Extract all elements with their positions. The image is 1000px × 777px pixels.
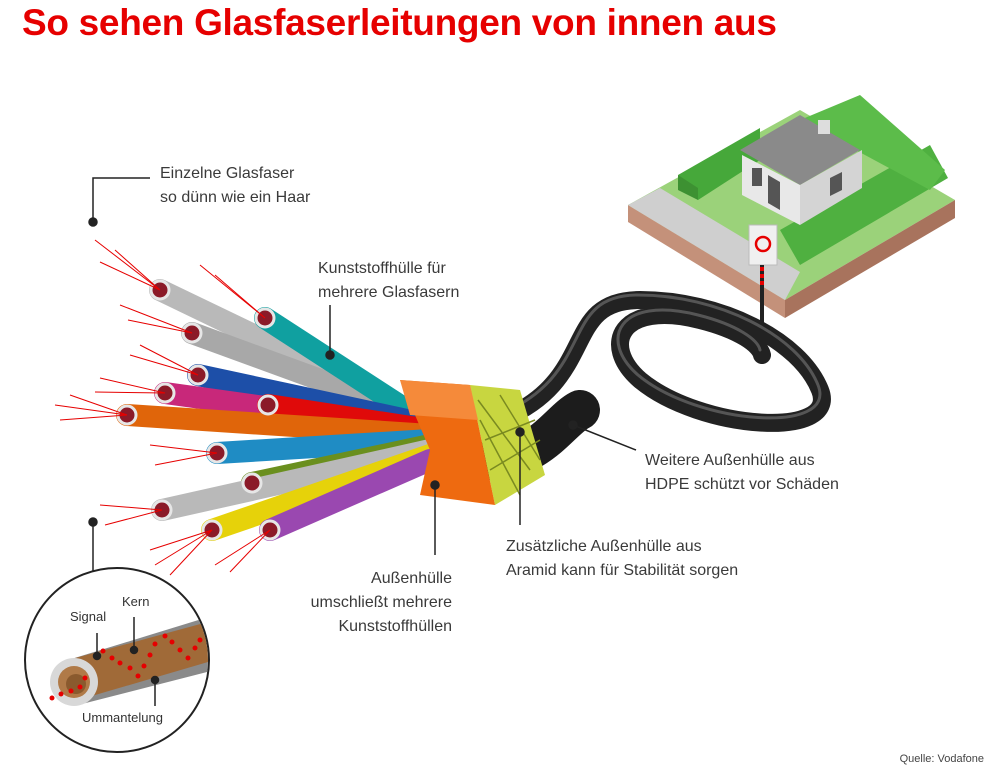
label-plastic-sheath: Kunststoffhülle für mehrere Glasfasern	[318, 257, 459, 305]
source-credit: Quelle: Vodafone	[899, 753, 984, 765]
label-line: HDPE schützt vor Schäden	[645, 476, 839, 493]
label-line: Aramid kann für Stabilität sorgen	[506, 562, 739, 579]
label-line: Kunststoffhülle für	[318, 260, 446, 277]
label-line: Einzelne Glasfaser	[160, 165, 295, 182]
label-line: Außenhülle	[371, 570, 452, 587]
label-line: Kunststoffhüllen	[338, 618, 452, 635]
inset-label-core: Kern	[122, 594, 150, 609]
page-title: So sehen Glasfaserleitungen von innen au…	[22, 2, 777, 43]
callout-lines	[88, 177, 637, 572]
fiber-hairs	[54, 239, 271, 576]
label-single-fiber: Einzelne Glasfaser so dünn wie ein Haar	[160, 162, 310, 210]
label-line: umschließt mehrere	[310, 594, 452, 611]
fiber-cross-section-inset	[24, 567, 210, 753]
label-line: Weitere Außenhülle aus	[645, 452, 815, 469]
plastic-tubes	[116, 279, 441, 541]
label-hdpe-sheath: Weitere Außenhülle aus HDPE schützt vor …	[645, 449, 839, 497]
label-line: so dünn wie ein Haar	[160, 189, 311, 206]
label-aramid-sheath: Zusätzliche Außenhülle aus Aramid kann f…	[506, 535, 738, 583]
inset-label-cladding: Ummantelung	[82, 710, 163, 725]
inset-label-signal: Signal	[70, 609, 107, 624]
label-line: mehrere Glasfasern	[318, 284, 460, 301]
hdpe-cable	[470, 290, 831, 480]
label-line: Zusätzliche Außenhülle aus	[506, 538, 702, 555]
house-plot	[628, 95, 955, 355]
label-outer-sheath: Außenhülle umschließt mehrere Kunststoff…	[252, 567, 452, 639]
